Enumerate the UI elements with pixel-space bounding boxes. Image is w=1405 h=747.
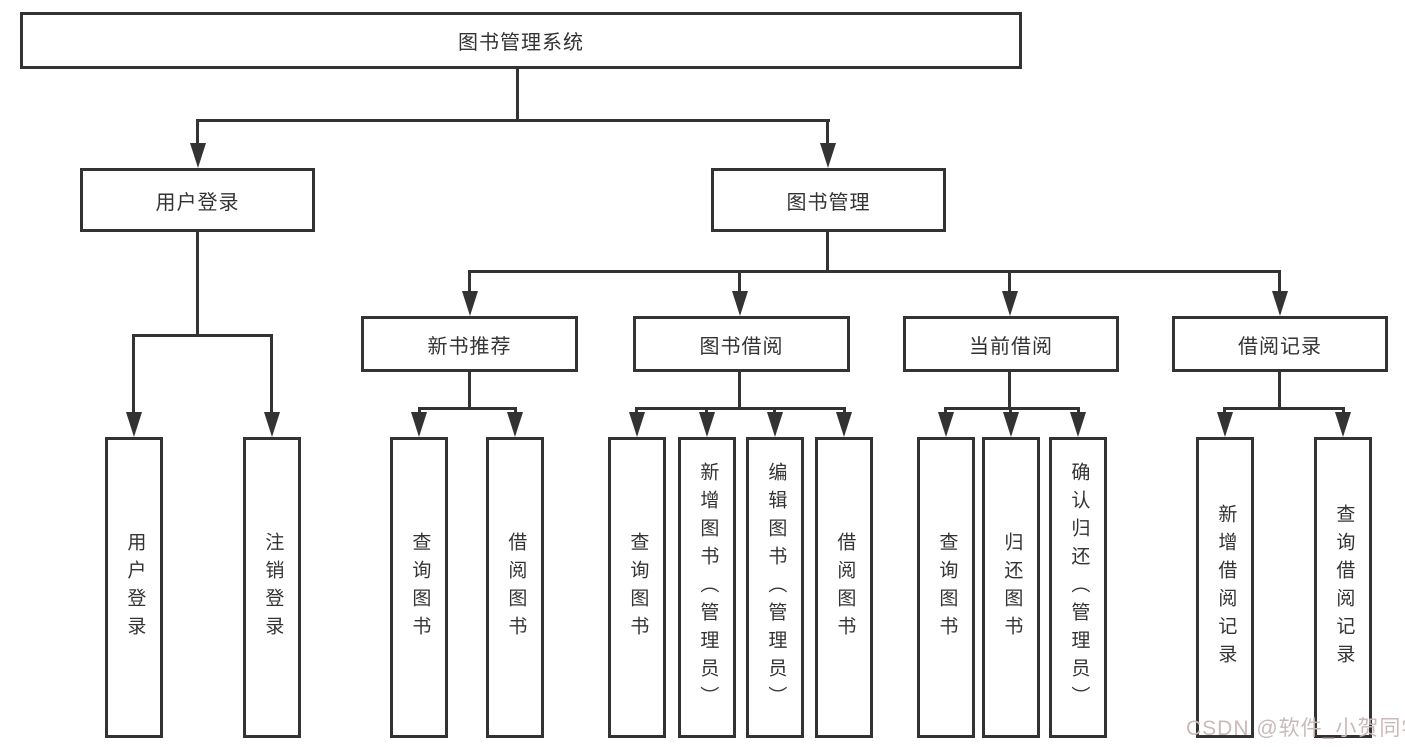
connector-line xyxy=(1008,372,1011,409)
connector-line xyxy=(132,334,273,337)
arrow-down-icon xyxy=(1070,412,1086,437)
node-edit-books-admin: 编辑图书（管理员） xyxy=(746,437,804,738)
node-borrow-books: 借阅图书 xyxy=(815,437,873,738)
node-confirm-return-admin: 确认归还（管理员） xyxy=(1049,437,1107,738)
node-book-management: 图书管理 xyxy=(711,168,946,232)
node-book-borrowing: 图书借阅 xyxy=(633,316,850,372)
arrow-down-icon xyxy=(264,412,280,437)
connector-line xyxy=(1008,270,1011,294)
connector-line xyxy=(635,407,638,416)
node-label: 借阅记录 xyxy=(1238,335,1322,358)
node-user-login-leaf: 用户登录 xyxy=(105,437,163,738)
node-label: 查询借阅记录 xyxy=(1333,503,1355,672)
connector-line xyxy=(738,372,741,409)
node-label: 图书管理系统 xyxy=(458,32,584,54)
node-label: 注销登录 xyxy=(262,531,284,644)
arrow-down-icon xyxy=(1217,412,1233,437)
connector-line xyxy=(1009,407,1012,416)
node-label: 当前借阅 xyxy=(969,335,1053,358)
connector-line xyxy=(196,232,199,337)
node-label: 借阅图书 xyxy=(834,531,856,644)
csdn-watermark: CSDN @软件_小贺同学 xyxy=(1186,717,1405,740)
node-label: 用户登录 xyxy=(124,531,146,644)
connector-line xyxy=(270,334,273,416)
arrow-down-icon xyxy=(1272,291,1288,316)
arrow-down-icon xyxy=(1002,291,1018,316)
node-query-books-borrowing: 查询图书 xyxy=(608,437,666,738)
arrow-down-icon xyxy=(126,412,142,437)
node-query-books-recommend: 查询图书 xyxy=(390,437,448,738)
arrow-down-icon xyxy=(1335,412,1351,437)
connector-line xyxy=(514,407,517,416)
connector-line xyxy=(468,270,1281,273)
node-new-book-recommendation: 新书推荐 xyxy=(361,316,578,372)
node-label: 新增借阅记录 xyxy=(1215,503,1237,672)
node-label: 用户登录 xyxy=(155,191,240,214)
arrow-down-icon xyxy=(507,412,523,437)
connector-line xyxy=(843,407,846,416)
node-label: 图书管理 xyxy=(786,191,871,214)
node-logout: 注销登录 xyxy=(243,437,301,738)
arrow-down-icon xyxy=(411,412,427,437)
node-label: 新书推荐 xyxy=(427,335,512,358)
node-label: 新增图书（管理员） xyxy=(697,461,719,714)
arrow-down-icon xyxy=(462,291,478,316)
connector-line xyxy=(132,334,135,416)
connector-line xyxy=(826,119,829,149)
node-label: 查询图书 xyxy=(409,531,431,644)
node-query-borrow-record: 查询借阅记录 xyxy=(1314,437,1372,738)
connector-line xyxy=(196,119,199,149)
node-borrow-books-recommend: 借阅图书 xyxy=(486,437,544,738)
connector-line xyxy=(635,407,846,410)
node-query-books-current: 查询图书 xyxy=(917,437,975,738)
connector-line xyxy=(468,372,471,409)
node-add-books-admin: 新增图书（管理员） xyxy=(678,437,736,738)
connector-line xyxy=(1223,407,1345,410)
node-label: 确认归还（管理员） xyxy=(1068,461,1090,714)
connector-line xyxy=(516,69,519,121)
connector-line xyxy=(468,270,471,294)
node-label: 借阅图书 xyxy=(505,531,527,644)
arrow-down-icon xyxy=(190,143,206,168)
node-label: 编辑图书（管理员） xyxy=(765,461,787,714)
node-label: 图书借阅 xyxy=(699,335,784,358)
connector-line xyxy=(418,407,421,416)
node-label: 查询图书 xyxy=(936,531,958,644)
node-library-management-system: 图书管理系统 xyxy=(20,12,1022,69)
connector-line xyxy=(418,407,517,410)
node-return-books: 归还图书 xyxy=(982,437,1040,738)
connector-line xyxy=(826,232,829,272)
node-add-borrow-record: 新增借阅记录 xyxy=(1196,437,1254,738)
arrow-down-icon xyxy=(938,412,954,437)
connector-line xyxy=(1077,407,1080,416)
arrow-down-icon xyxy=(836,412,852,437)
connector-line xyxy=(705,407,708,416)
connector-line xyxy=(773,407,776,416)
connector-line xyxy=(944,407,1080,410)
arrow-down-icon xyxy=(629,412,645,437)
arrow-down-icon xyxy=(699,412,715,437)
node-user-login: 用户登录 xyxy=(80,168,315,232)
node-borrowing-records: 借阅记录 xyxy=(1172,316,1388,372)
arrow-down-icon xyxy=(820,143,836,168)
arrow-down-icon xyxy=(732,291,748,316)
connector-line xyxy=(738,270,741,294)
arrow-down-icon xyxy=(1003,412,1019,437)
node-current-borrowing: 当前借阅 xyxy=(903,316,1119,372)
connector-line xyxy=(1223,407,1226,416)
arrow-down-icon xyxy=(767,412,783,437)
connector-line xyxy=(1278,372,1281,409)
node-label: 查询图书 xyxy=(627,531,649,644)
connector-line xyxy=(1278,270,1281,294)
connector-line xyxy=(1342,407,1345,416)
connector-line xyxy=(196,119,830,122)
node-label: 归还图书 xyxy=(1001,531,1023,644)
connector-line xyxy=(944,407,947,416)
